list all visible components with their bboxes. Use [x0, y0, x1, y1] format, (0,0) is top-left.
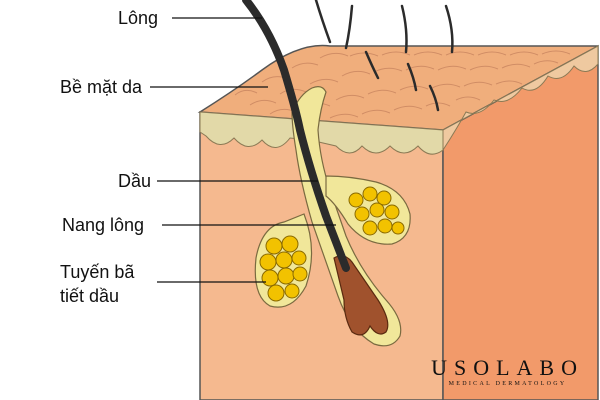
- label-oil: Dầu: [118, 171, 152, 191]
- label-sebaceous-gland-line1: Tuyến bã: [60, 262, 135, 282]
- hair-follicle-bulb: [333, 255, 389, 336]
- label-skin-surface: Bề mặt da: [60, 77, 143, 97]
- surface-hairs: [314, 0, 454, 112]
- label-sebaceous-gland: Tuyến bã tiết dầu: [60, 260, 134, 308]
- label-hair-follicle: Nang lông: [62, 215, 145, 235]
- gland-cells-left: [259, 235, 308, 302]
- epidermis-layer-side: [442, 45, 599, 152]
- label-sebaceous-gland-line2: tiết dầu: [60, 286, 120, 306]
- epidermis-layer: [199, 111, 444, 155]
- logo-subtitle: MEDICAL DERMATOLOGY: [448, 381, 567, 387]
- gland-cells-right: [348, 186, 405, 236]
- hair-follicle-channel: [291, 86, 402, 347]
- label-hair: Lông: [118, 8, 159, 28]
- leader-lines: [150, 17, 336, 283]
- logo-name: USOLABO: [431, 355, 584, 380]
- brand-logo: USOLABO MEDICAL DERMATOLOGY: [431, 356, 584, 388]
- hair-shaft: [242, 0, 350, 272]
